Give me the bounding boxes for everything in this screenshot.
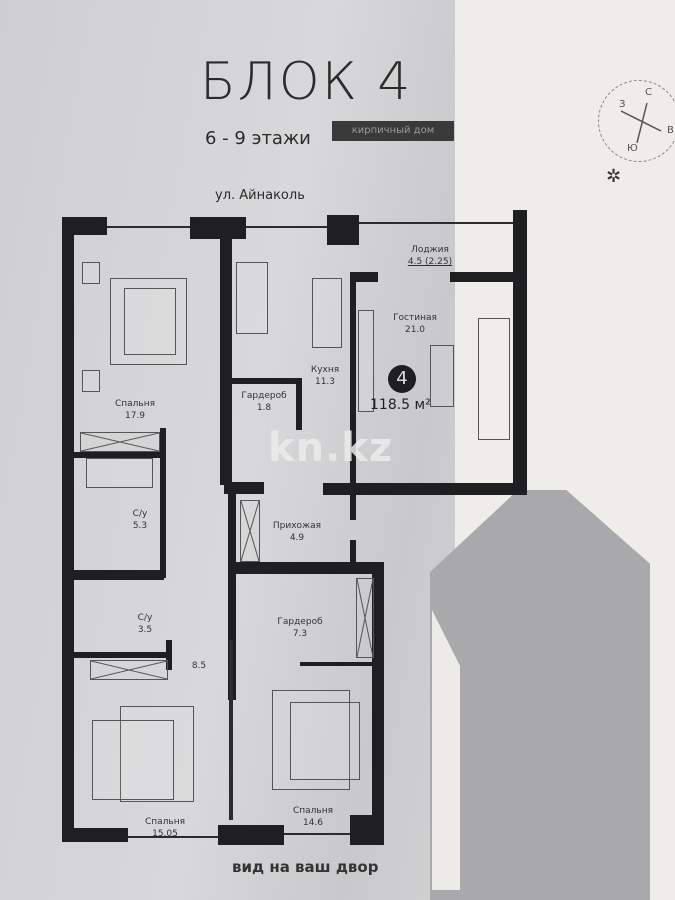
room-bathroom-2: С/у 3.5 [137,613,153,635]
room-bedroom-3: Спальня 14.6 [292,806,334,828]
apartment-area: 118.5 м² [370,397,431,413]
compass-icon: С З Ю В [598,80,675,162]
building-type-badge: кирпичный дом [332,121,454,141]
room-bedroom-2: Спальня 15.05 [144,817,186,839]
apartment-number-badge: 4 [388,365,416,393]
compass-south: Ю [627,143,638,154]
room-living: Гостиная 21.0 [393,313,437,335]
gear-icon: ✲ [606,166,622,187]
floors-label: 6 - 9 этажи [205,128,311,149]
room-loggia: Лоджия 4.5 (2.25) [407,245,453,267]
view-label: вид на ваш двор [232,858,379,876]
room-corridor: 8.5 [191,661,207,671]
compass-west: З [619,99,626,110]
room-bedroom-1: Спальня 17.9 [114,399,156,421]
cast-shadow [430,490,650,900]
room-bathroom-1: С/у 5.3 [132,509,148,531]
room-wardrobe-small: Гардероб 1.8 [241,391,287,413]
light-strip [432,610,460,890]
room-wardrobe-large: Гардероб 7.3 [277,617,323,639]
room-kitchen: Кухня 11.3 [310,365,340,387]
block-title: БЛОК 4 [200,52,413,112]
street-label: ул. Айнаколь [215,188,305,203]
compass-east: В [667,125,674,136]
watermark: kn.kz [268,425,394,471]
compass-north: С [645,87,652,98]
room-hallway: Прихожая 4.9 [272,521,322,543]
